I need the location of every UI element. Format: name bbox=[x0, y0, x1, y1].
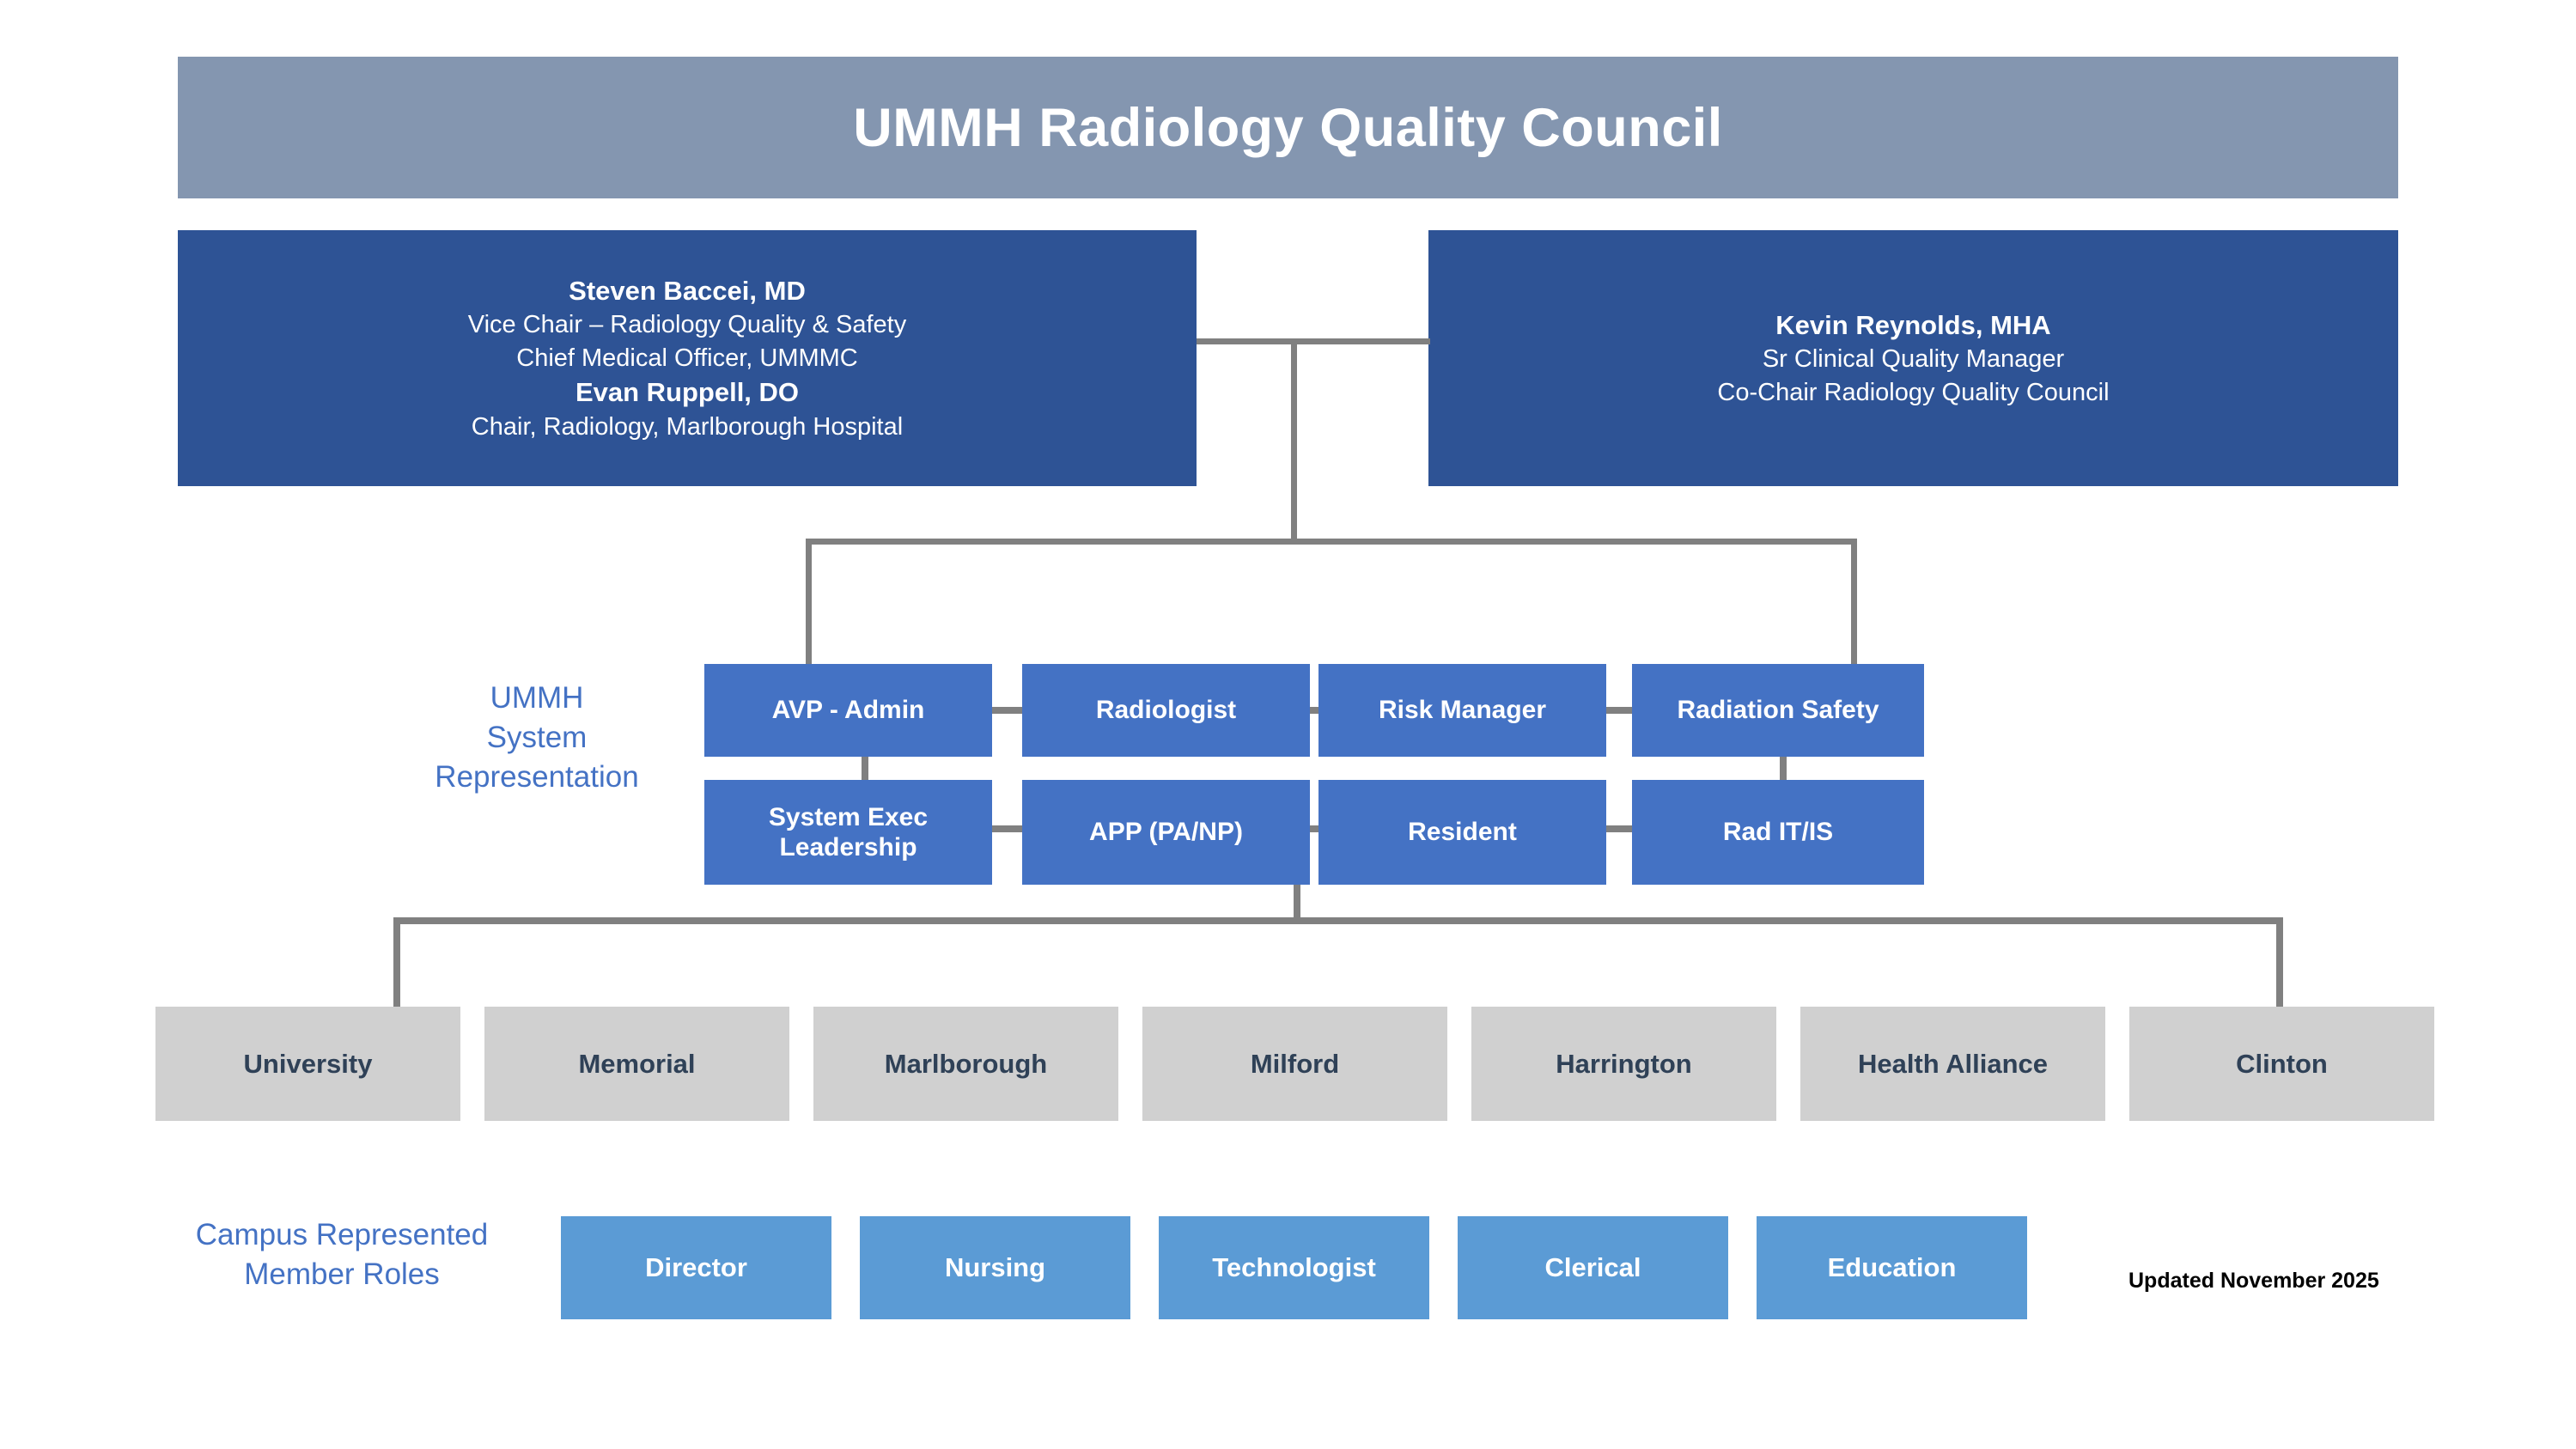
leader-role-ruppell-1: Chair, Radiology, Marlborough Hospital bbox=[471, 412, 904, 441]
label-system-representation: UMMH System Representation bbox=[395, 679, 679, 798]
connector-leadership-horizontal bbox=[1197, 338, 1430, 344]
campus-box-memorial[interactable]: Memorial bbox=[484, 1007, 789, 1121]
leader-role-baccei-2: Chief Medical Officer, UMMMC bbox=[516, 344, 858, 372]
connector-avp-to-radiologist bbox=[992, 707, 1022, 714]
connector-campus-left-riser bbox=[393, 917, 400, 1007]
campus-box-clinton[interactable]: Clinton bbox=[2129, 1007, 2434, 1121]
connector-system-left-riser bbox=[806, 539, 812, 666]
connector-radiologist-to-risk bbox=[1310, 707, 1318, 714]
campus-box-marlborough[interactable]: Marlborough bbox=[813, 1007, 1118, 1121]
connector-system-right-riser bbox=[1851, 539, 1857, 666]
role-box-clerical[interactable]: Clerical bbox=[1458, 1216, 1728, 1319]
system-box-rad-it-is[interactable]: Rad IT/IS bbox=[1632, 780, 1924, 885]
label-member-roles: Campus Represented Member Roles bbox=[144, 1215, 539, 1294]
system-box-radiation-safety[interactable]: Radiation Safety bbox=[1632, 664, 1924, 757]
campus-box-milford[interactable]: Milford bbox=[1142, 1007, 1447, 1121]
leadership-box-chairs: Steven Baccei, MD Vice Chair – Radiology… bbox=[178, 230, 1197, 486]
label-system-representation-line-1: UMMH bbox=[490, 681, 584, 715]
connector-campus-bus bbox=[393, 917, 2283, 924]
system-box-system-exec-leadership[interactable]: System Exec Leadership bbox=[704, 780, 992, 885]
updated-date-note: Updated November 2025 bbox=[2128, 1269, 2379, 1293]
connector-avp-to-sysexec bbox=[862, 757, 868, 780]
role-box-education[interactable]: Education bbox=[1757, 1216, 2027, 1319]
leader-name-baccei: Steven Baccei, MD bbox=[569, 275, 806, 306]
leadership-box-co-chair: Kevin Reynolds, MHA Sr Clinical Quality … bbox=[1428, 230, 2398, 486]
campus-box-health-alliance[interactable]: Health Alliance bbox=[1800, 1007, 2105, 1121]
system-box-risk-manager[interactable]: Risk Manager bbox=[1318, 664, 1606, 757]
chart-title-banner: UMMH Radiology Quality Council bbox=[178, 57, 2398, 198]
leader-role-reynolds-2: Co-Chair Radiology Quality Council bbox=[1717, 378, 2110, 406]
connector-radiation-to-radit bbox=[1780, 757, 1787, 780]
connector-resident-to-radit bbox=[1606, 825, 1632, 832]
label-system-representation-line-2: System bbox=[486, 721, 588, 755]
connector-sysexec-to-app bbox=[992, 825, 1022, 832]
connector-leadership-drop bbox=[1291, 338, 1297, 541]
label-system-representation-line-3: Representation bbox=[435, 760, 639, 795]
system-box-radiologist[interactable]: Radiologist bbox=[1022, 664, 1310, 757]
campus-box-harrington[interactable]: Harrington bbox=[1471, 1007, 1776, 1121]
leader-role-baccei-1: Vice Chair – Radiology Quality & Safety bbox=[467, 311, 907, 339]
system-box-avp-admin[interactable]: AVP - Admin bbox=[704, 664, 992, 757]
leader-name-reynolds: Kevin Reynolds, MHA bbox=[1775, 309, 2051, 340]
leader-name-ruppell: Evan Ruppell, DO bbox=[575, 377, 800, 408]
connector-system-bus bbox=[806, 539, 1857, 545]
connector-campus-drop bbox=[1294, 885, 1300, 921]
leader-role-reynolds-1: Sr Clinical Quality Manager bbox=[1762, 345, 2065, 374]
label-member-roles-line-2: Member Roles bbox=[244, 1257, 440, 1292]
role-box-nursing[interactable]: Nursing bbox=[860, 1216, 1130, 1319]
connector-app-to-resident bbox=[1310, 825, 1318, 832]
page-title: UMMH Radiology Quality Council bbox=[853, 97, 1723, 158]
role-box-director[interactable]: Director bbox=[561, 1216, 831, 1319]
system-box-resident[interactable]: Resident bbox=[1318, 780, 1606, 885]
connector-risk-to-radiation bbox=[1606, 707, 1632, 714]
campus-box-university[interactable]: University bbox=[155, 1007, 460, 1121]
label-member-roles-line-1: Campus Represented bbox=[195, 1218, 489, 1251]
role-box-technologist[interactable]: Technologist bbox=[1159, 1216, 1429, 1319]
system-box-app-pa-np[interactable]: APP (PA/NP) bbox=[1022, 780, 1310, 885]
connector-campus-right-riser bbox=[2276, 917, 2283, 1007]
